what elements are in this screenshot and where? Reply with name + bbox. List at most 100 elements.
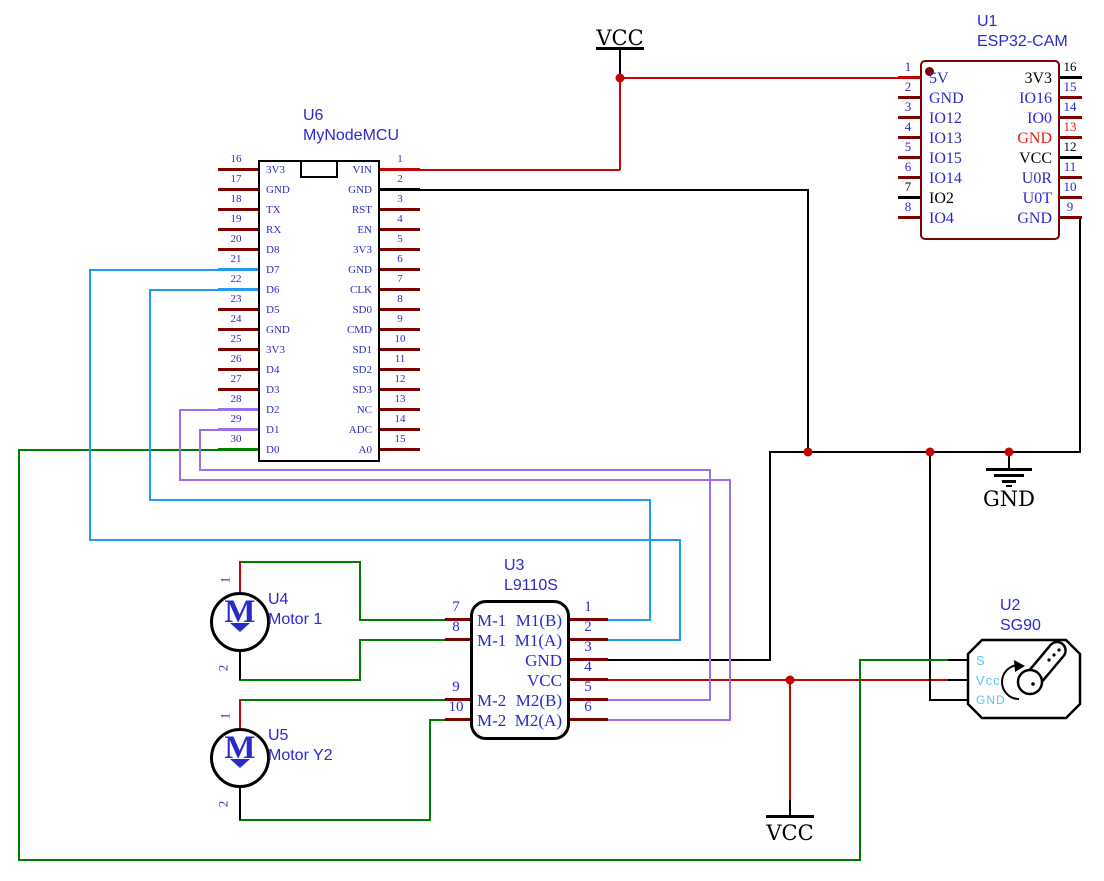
wire-d1-h1 — [200, 429, 218, 431]
gnd-symbol-bar4 — [1006, 485, 1012, 487]
wire-d0-bottom-h — [18, 859, 860, 861]
pin-stub-M2(A) — [570, 718, 608, 721]
component-u2-sg90[interactable] — [960, 632, 1090, 732]
servo-rotation-arc — [1001, 664, 1020, 700]
servo-horn-hub — [1016, 668, 1044, 696]
pin-stub-3V3 — [1060, 76, 1082, 79]
pin-stub-D6 — [218, 288, 258, 291]
pin-stub-IO13 — [898, 136, 920, 139]
pin-number: 5 — [397, 233, 403, 245]
pin-number: 13 — [394, 393, 406, 405]
pin-number: 28 — [230, 393, 242, 405]
wire-gnd-nodemcu-h — [420, 189, 809, 191]
pin-stub-M1(B) — [570, 618, 608, 621]
wire-d6-v2 — [649, 499, 651, 621]
pin-stub-D1 — [218, 428, 258, 431]
pin-number: 10 — [394, 333, 406, 345]
pin-stub-D3 — [218, 388, 258, 391]
wire-d2-h3 — [608, 719, 730, 721]
pin-stub-NC — [380, 408, 420, 411]
pin-stub-IO12 — [898, 116, 920, 119]
wire-motor1-a1 — [239, 561, 361, 563]
servo-horn-hole — [1052, 653, 1056, 657]
pin-stub-GND — [570, 658, 608, 661]
pin-number: 5 — [584, 679, 592, 695]
u1-ref: U1 — [977, 13, 998, 30]
u1-name: ESP32-CAM — [977, 33, 1068, 50]
pin-number: 4 — [397, 213, 403, 225]
u3-ref: U3 — [504, 557, 525, 574]
pin-number: 29 — [230, 413, 242, 425]
u2-pin-gnd-label: GND — [976, 693, 1006, 707]
wire-5v-vin-h — [420, 169, 620, 171]
pin-stub-IO14 — [898, 176, 920, 179]
pin-stub-M-1 — [445, 638, 470, 641]
u1-pin1-marker-dot — [925, 67, 934, 76]
pin-number: 19 — [230, 213, 242, 225]
pin-number: 9 — [397, 313, 403, 325]
wire-gnd-servo-v — [929, 451, 931, 701]
pin-stub-GND — [898, 96, 920, 99]
pin-number: 25 — [230, 333, 242, 345]
pin-number: 26 — [230, 353, 242, 365]
pin-stub-M-2 — [445, 698, 470, 701]
pin-stub-D2 — [218, 408, 258, 411]
component-u1-esp32cam[interactable] — [920, 60, 1060, 240]
wire-motor1-a3 — [359, 619, 445, 621]
pin-stub-IO4 — [898, 216, 920, 219]
pin-stub-RX — [218, 228, 258, 231]
junction-dot — [785, 675, 795, 685]
wire-d2-h1 — [180, 409, 218, 411]
wire-gnd-esp32-v — [1079, 218, 1081, 452]
junction-dot — [1004, 447, 1014, 457]
wire-vcc-rail-h — [608, 679, 948, 681]
gnd-symbol-label: GND — [983, 487, 1035, 511]
pin-number: 6 — [397, 253, 403, 265]
component-u6-mynodemcu[interactable] — [258, 160, 380, 462]
pin-stub-GND — [218, 328, 258, 331]
pin-number: 7 — [397, 273, 403, 285]
pin-number: 21 — [230, 253, 242, 265]
u4-pin2-number: 2 — [215, 664, 231, 672]
component-u3-l9110s[interactable] — [470, 600, 570, 740]
pin-stub-3V3 — [218, 348, 258, 351]
component-u5-motor2[interactable]: M — [210, 728, 270, 788]
u4-pin2-stub — [239, 652, 241, 680]
wire-d7-v1 — [89, 269, 91, 541]
wire-d0-h — [19, 449, 218, 451]
pin-stub-TX — [218, 208, 258, 211]
u6-name: MyNodeMCU — [303, 127, 400, 144]
pin-number: 3 — [584, 639, 592, 655]
pin-number: 11 — [394, 353, 406, 365]
pin-number: 17 — [230, 173, 242, 185]
pin-number: 2 — [397, 173, 403, 185]
wire-gnd-nodemcu-v — [807, 189, 809, 452]
component-u4-motor1[interactable]: M — [210, 592, 270, 652]
pin-stub-A0 — [380, 448, 420, 451]
u6-ref: U6 — [303, 107, 324, 124]
wire-motor2-b3 — [429, 719, 445, 721]
pin-stub-SD3 — [380, 388, 420, 391]
servo-horn-hole — [1057, 648, 1061, 652]
u2-ref: U2 — [1000, 597, 1021, 614]
pin-stub-U0R — [1060, 176, 1082, 179]
wire-d2-v1 — [179, 409, 181, 481]
u6-notch — [300, 162, 338, 178]
wire-d6-h3 — [608, 619, 650, 621]
pin-stub-3V3 — [380, 248, 420, 251]
pin-stub-CMD — [380, 328, 420, 331]
u5-name: Motor Y2 — [268, 747, 333, 764]
motor-m-glyph: M — [224, 730, 256, 766]
wire-d6-h1 — [150, 289, 218, 291]
pin-number: 4 — [584, 659, 592, 675]
vcc-symbol-bottom-bar — [766, 815, 814, 818]
wire-d1-h2 — [199, 469, 711, 471]
vcc-symbol-bottom-label: VCC — [766, 821, 814, 845]
pin-number: 16 — [230, 153, 242, 165]
u4-title: U4 Motor 1 — [268, 590, 322, 630]
pin-stub-D7 — [218, 268, 258, 271]
junction-dot — [925, 447, 935, 457]
wire-d6-h2 — [149, 499, 651, 501]
wire-motor1-a2 — [359, 561, 361, 621]
